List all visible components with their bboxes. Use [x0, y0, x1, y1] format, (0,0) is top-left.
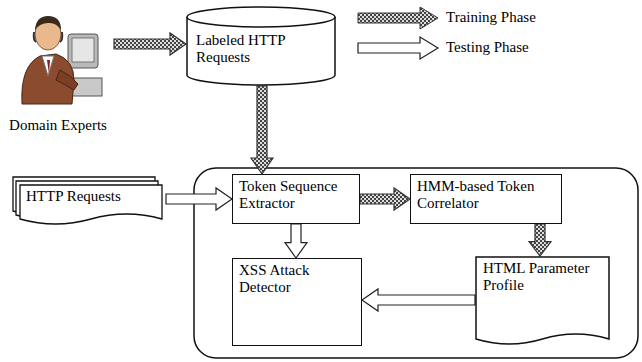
training-arrow	[529, 224, 551, 256]
process-box: Token Sequence Extractor	[232, 174, 360, 224]
testing-arrow	[166, 188, 232, 210]
legend-label: Training Phase	[446, 9, 536, 26]
docs-shape: HTTP Requests	[12, 176, 166, 226]
legend-training-sample	[358, 7, 438, 29]
legend-testing-sample	[358, 37, 438, 59]
training-arrow	[360, 188, 410, 210]
node-label: Domain Experts	[2, 117, 114, 134]
node-label: Token Sequence Extractor	[233, 175, 359, 212]
node-label: HTML Parameter Profile	[475, 256, 610, 294]
node-label: HTTP Requests	[12, 176, 166, 205]
process-box: HMM-based Token Correlator	[410, 174, 562, 224]
system-container	[194, 168, 638, 358]
testing-arrow	[362, 289, 475, 311]
node-label: HMM-based Token Correlator	[411, 175, 561, 212]
node-label: Labeled HTTP Requests	[186, 6, 336, 66]
testing-arrow	[285, 224, 307, 258]
actor-icon: Domain Experts	[2, 2, 114, 136]
doc-shape: HTML Parameter Profile	[475, 256, 610, 346]
node-outline	[2, 2, 114, 136]
legend-label: Testing Phase	[446, 39, 529, 56]
training-arrow	[251, 86, 273, 174]
process-box: XSS Attack Detector	[232, 258, 362, 346]
node-label: XSS Attack Detector	[233, 259, 361, 296]
cylinder-shape: Labeled HTTP Requests	[186, 6, 336, 86]
training-arrow	[114, 33, 186, 55]
